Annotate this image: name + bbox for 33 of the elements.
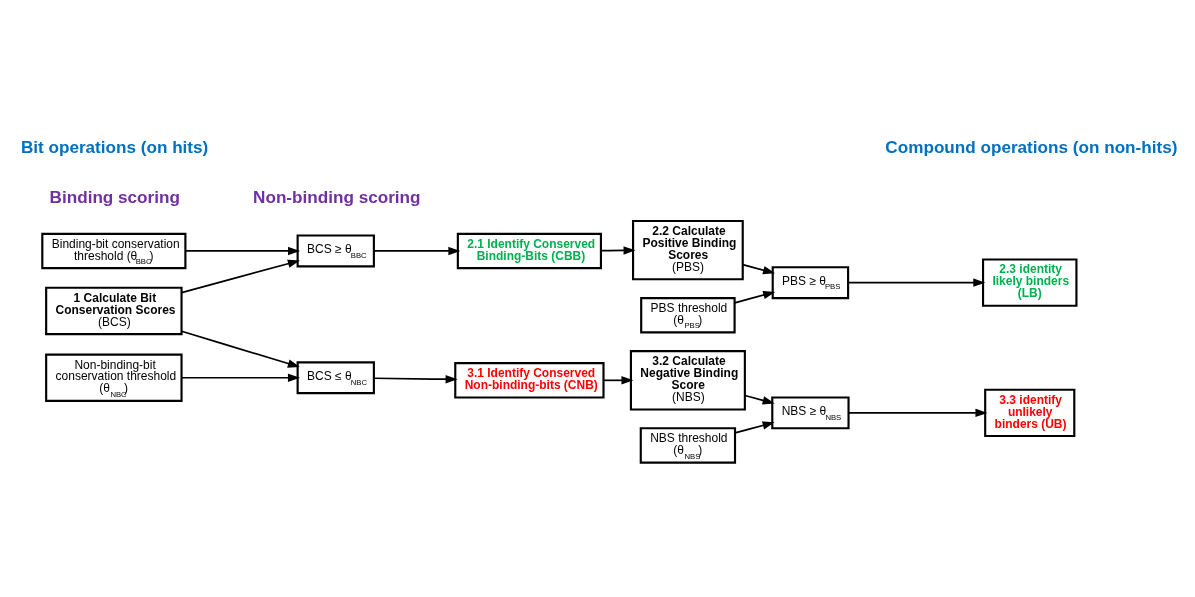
label: Binding scoring (49, 186, 180, 207)
arrow (600, 246, 636, 255)
node-box: NBS threshold (θ$_{NBS}$) (639, 427, 737, 464)
arrow (184, 246, 301, 256)
node-box: 2.2 Calculate Positive Binding Scores (PBS) (632, 219, 744, 281)
node-box: 1 Calculate Bit Conservation Scores (BCS) (45, 286, 183, 336)
arrow (373, 246, 461, 256)
node-box: 2.3 identity likely binders (LB) (981, 258, 1078, 307)
arrow (180, 373, 300, 382)
arrow (847, 408, 988, 418)
node-box: Non-binding-bit conservation threshold (θ$_{NBC}$) (45, 353, 183, 402)
node-box: Binding-bit conservation threshold (θ$_{BBC}$) (41, 232, 187, 270)
arrow (733, 290, 776, 304)
node-box: 3.1 Identify Conserved Non-binding-bits (CNB) (454, 362, 605, 399)
arrow (373, 375, 458, 384)
arrow (602, 376, 634, 385)
node-box: BCS ≥ θ$_{BBC}$ (296, 234, 375, 268)
node-box: PBS threshold (θ$_{PBS}$) (640, 297, 736, 334)
node-box: 2.1 Identify Conserved Binding-Bits (CBB) (456, 232, 602, 270)
arrow (744, 394, 775, 405)
node-box: BCS ≤ θ$_{NBC}$ (296, 361, 375, 395)
label: Non-binding scoring (253, 186, 421, 207)
node-box: 3.2 Calculate Negative Binding Score (NBS) (629, 350, 746, 411)
node-box: PBS ≥ θ$_{PBS}$ (771, 266, 850, 300)
label: Bit operations (on hits) (20, 137, 209, 158)
arrow (734, 421, 775, 434)
node-box: NBS ≥ θ$_{NBS}$ (771, 396, 850, 430)
arrow (180, 259, 300, 294)
arrow (180, 330, 300, 368)
label: Compound operations (on non-hits) (885, 137, 1178, 158)
arrow (741, 263, 776, 275)
node-box: 3.3 identify unlikely binders (UB) (984, 388, 1076, 438)
arrow (847, 278, 986, 287)
